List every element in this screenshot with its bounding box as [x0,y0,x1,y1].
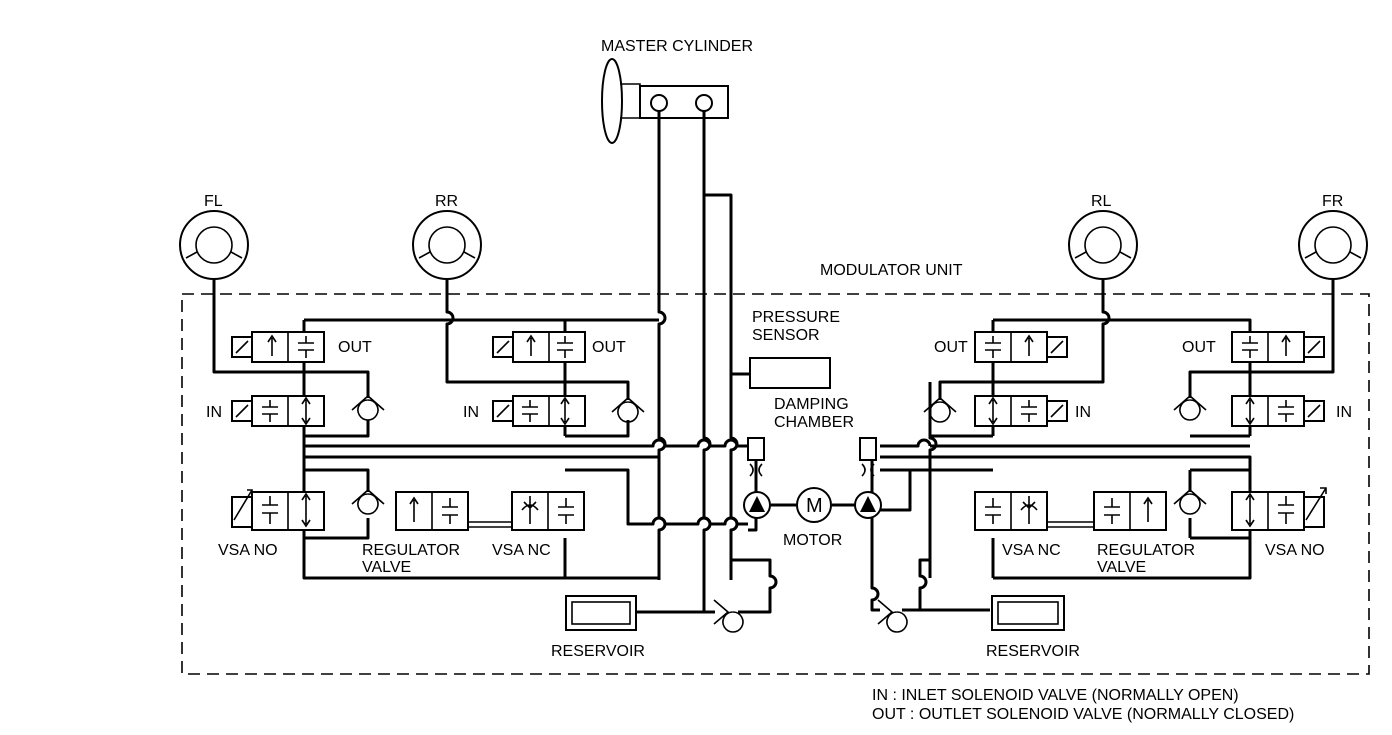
right-reservoir-label: RESERVOIR [986,643,1080,660]
motor-label: MOTOR [783,532,842,549]
rr-in-valve [492,395,586,427]
left-vsa-no-valve [231,489,325,531]
wheel-rr-label: RR [435,193,458,210]
fr-in-valve [1231,395,1325,427]
rr-out-valve [492,331,586,363]
right-regulator-valve [1093,491,1167,531]
wheel-fr: FR [1298,193,1368,280]
fl-out-valve [231,331,325,363]
right-vsa-no-label: VSA NO [1265,542,1325,559]
right-regulator-valve-label: VALVE [1097,559,1146,576]
left-vsa-no-label: VSA NO [218,542,278,559]
wheel-rl: RL [1068,193,1138,280]
right-vsa-no-valve [1231,487,1327,531]
wheel-fl-label: FL [204,193,223,210]
legend-in: IN : INLET SOLENOID VALVE (NORMALLY OPEN… [872,687,1239,704]
fl-in-valve [231,395,325,427]
rr-out-label: OUT [592,339,626,356]
wheel-fl: FL [179,193,249,280]
left-regulator-label: REGULATOR [362,542,460,559]
left-vsa-nc-label: VSA NC [492,542,551,559]
pressure-sensor-label-2: SENSOR [752,327,820,344]
left-reservoir [565,595,637,631]
rl-out-label: OUT [934,339,968,356]
fr-out-label: OUT [1182,339,1216,356]
fl-in-label: IN [206,404,222,421]
fl-out-label: OUT [338,339,372,356]
wheel-fr-label: FR [1322,193,1343,210]
rl-out-valve [974,331,1068,363]
reservoir-check-valves [713,599,908,633]
hydraulic-lines [212,111,1335,614]
left-regulator-valve-label: VALVE [362,559,411,576]
pressure-sensor-label-1: PRESSURE [752,309,840,326]
damping-chamber-label-1: DAMPING [774,396,849,413]
left-regulator-valve [395,491,512,531]
motor-symbol: M [806,495,823,517]
fr-out-valve [1231,331,1325,363]
fr-in-label: IN [1336,404,1352,421]
wheel-rl-label: RL [1091,193,1112,210]
right-pump [854,491,882,519]
left-check-valves [351,394,645,515]
motor: M [796,487,832,523]
right-reservoir [991,595,1065,631]
master-cylinder-label: MASTER CYLINDER [601,38,753,55]
wheel-rr: RR [412,193,482,280]
right-vsa-nc-valve [974,491,1094,531]
legend-out: OUT : OUTLET SOLENOID VALVE (NORMALLY CL… [872,706,1294,723]
pressure-sensor [749,357,831,389]
right-check-valves [923,394,1207,515]
left-pump [743,491,771,519]
modulator-unit-outline [181,293,1370,675]
rl-in-valve [974,395,1068,427]
rr-in-label: IN [463,404,479,421]
rl-in-label: IN [1075,404,1091,421]
right-vsa-nc-label: VSA NC [1002,542,1061,559]
modulator-unit-label: MODULATOR UNIT [820,262,963,279]
right-damping-chamber [859,437,877,477]
left-damping-chamber [747,437,765,477]
left-reservoir-label: RESERVOIR [551,643,645,660]
right-regulator-label: REGULATOR [1097,542,1195,559]
left-vsa-nc-valve [511,491,585,531]
master-cylinder: MASTER CYLINDER [601,38,753,144]
damping-chamber-label-2: CHAMBER [774,414,854,431]
